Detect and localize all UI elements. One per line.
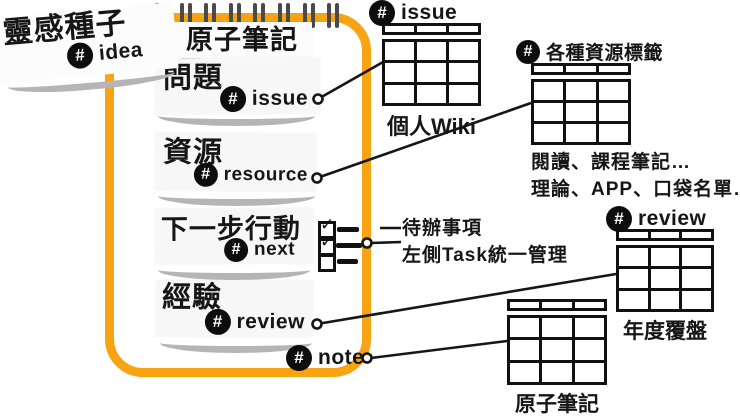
db-grid	[616, 245, 714, 312]
library-database: 原子筆記庫	[507, 299, 607, 416]
connector-endpoint-dot	[312, 93, 324, 105]
db-header-row	[531, 63, 631, 75]
db-grid	[507, 315, 607, 385]
todo-annotation: 待辦事項 左側Task統一管理	[402, 215, 568, 269]
review-database: 年度覆盤	[616, 229, 714, 345]
resource-db-tag-label: 各種資源標籤	[546, 43, 664, 64]
section-next-shadow	[158, 260, 310, 280]
task-line	[336, 243, 362, 248]
db-grid	[382, 39, 481, 106]
spiral-tick	[212, 3, 217, 28]
review-db-tag: # review	[606, 206, 706, 232]
connector-resource-to-resource-db	[316, 101, 532, 180]
spiral-tick	[310, 3, 315, 28]
section-resource-shadow	[158, 186, 315, 206]
wiki-db-tag: # issue	[369, 0, 457, 26]
spiral-tick	[204, 3, 209, 28]
spiral-tick	[236, 3, 241, 28]
section-issue-shadow	[158, 106, 315, 126]
db-header-row	[382, 23, 481, 35]
hashtag-icon: #	[606, 206, 632, 232]
connector-note-to-library-db	[370, 339, 508, 360]
connector-endpoint-dot	[361, 237, 373, 249]
hashtag-icon: #	[369, 0, 395, 26]
spiral-tick	[327, 3, 332, 28]
section-review-shadow	[160, 333, 312, 353]
db-header-row	[616, 229, 714, 241]
spiral-tick	[278, 3, 282, 28]
spiral-tick	[253, 3, 258, 28]
notebook-title: 原子筆記	[186, 25, 298, 55]
todo-annotation-line1: 待辦事項	[402, 218, 483, 239]
checkbox-empty	[318, 254, 336, 272]
wiki-db-tag-label: issue	[401, 1, 458, 24]
resource-db-tag: # 各種資源標籤	[516, 38, 663, 65]
connector-todo-pointer-2	[370, 240, 402, 245]
todo-annotation-line2: 左側Task統一管理	[402, 245, 568, 266]
library-db-caption: 原子筆記庫	[515, 393, 599, 416]
db-grid	[531, 79, 631, 145]
hashtag-icon: #	[286, 345, 312, 371]
hashtag-icon: #	[516, 39, 540, 64]
task-line	[337, 227, 359, 232]
note-tag: # note	[286, 345, 364, 371]
note-tag-label: note	[318, 346, 365, 369]
notebook-title-card: 原子筆記	[164, 22, 312, 58]
review-db-caption: 年度覆盤	[623, 320, 707, 343]
connector-endpoint-dot	[361, 352, 373, 364]
spiral-tick	[228, 3, 233, 28]
connector-issue-to-wiki	[317, 60, 384, 101]
connector-review-to-review-db	[316, 272, 617, 326]
spiral-tick	[335, 3, 340, 28]
connector-endpoint-dot	[311, 172, 323, 184]
spiral-tick	[179, 3, 184, 28]
spiral-tick	[302, 3, 307, 28]
spiral-tick	[187, 3, 192, 28]
spiral-tick	[286, 3, 290, 28]
spiral-tick	[261, 3, 266, 28]
task-line	[337, 259, 358, 264]
connector-endpoint-dot	[311, 318, 323, 330]
review-db-tag-label: review	[638, 207, 707, 230]
spiral-binding	[150, 3, 350, 29]
db-header-row	[507, 299, 607, 311]
